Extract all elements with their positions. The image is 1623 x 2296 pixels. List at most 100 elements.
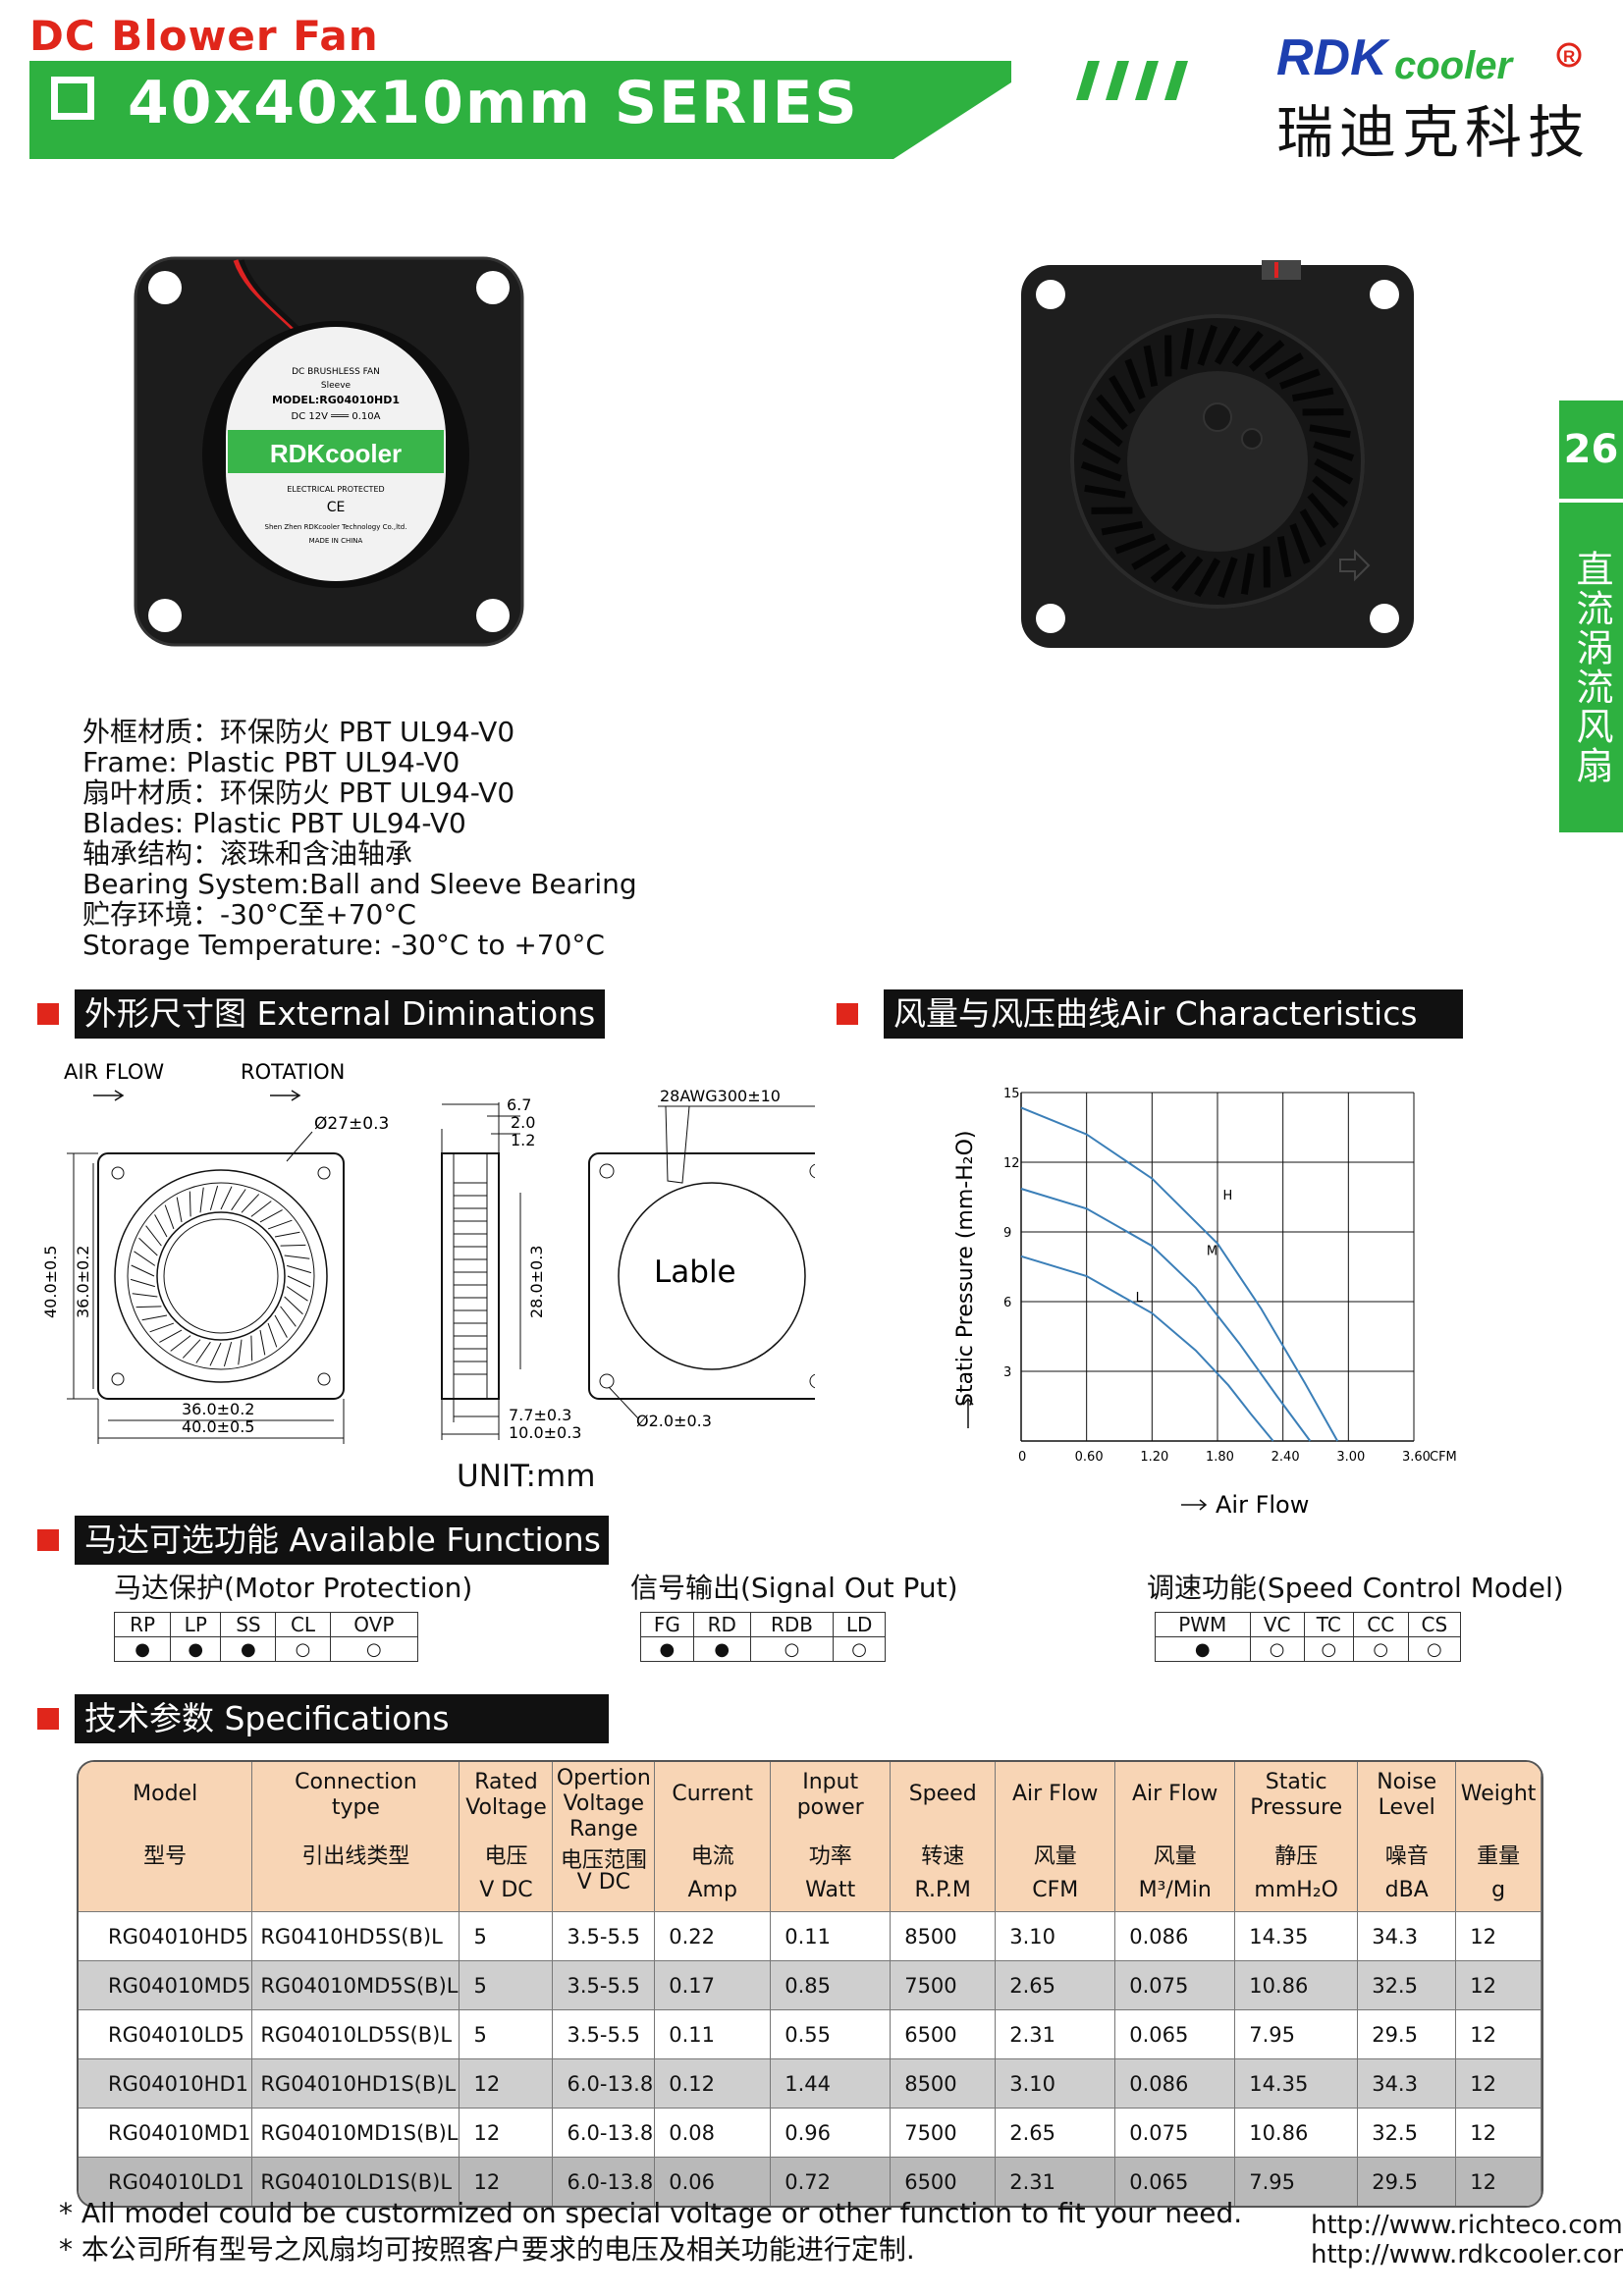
spec-cell: 3.5-5.5 <box>552 1911 656 1961</box>
blade-shape <box>1309 424 1351 439</box>
blade-shape <box>1131 543 1170 570</box>
svg-text:40.0±0.5: 40.0±0.5 <box>41 1246 60 1318</box>
motor-option-mark: ○ <box>329 1636 419 1662</box>
y-tick-label: 3 <box>1003 1365 1011 1380</box>
spec-cell: 7.95 <box>1234 2009 1359 2059</box>
spec-header-text: Watt <box>805 1878 856 1902</box>
spec-cell: RG04010MD1S(B)L <box>251 2108 460 2158</box>
product-photo-back <box>1021 260 1414 648</box>
website-link[interactable]: http://www.rdkcooler.com <box>1311 2240 1623 2269</box>
y-arrow-icon <box>962 1397 974 1428</box>
blade-shape <box>1265 352 1304 380</box>
blade-shape <box>1214 325 1241 365</box>
spec-header-text: 转速 <box>921 1844 965 1869</box>
speed-option-header: CC <box>1352 1612 1409 1637</box>
signal-output-title: 信号输出(Signal Out Put) <box>630 1572 958 1604</box>
spec-header-text: Pressure <box>1250 1795 1343 1820</box>
dimension-drawing: AIR FLOW ROTATION Ø27±0.3 40.0±0.5 36.0±… <box>41 1060 815 1444</box>
blade-outline <box>267 1322 278 1348</box>
blade-shape <box>1231 330 1264 367</box>
x-axis-label: Air Flow <box>1216 1491 1309 1517</box>
spec-header-text: CFM <box>1032 1878 1079 1902</box>
blade-outline <box>209 1185 219 1210</box>
spec-cell: 7500 <box>890 1960 997 2010</box>
blade-outline <box>274 1231 300 1238</box>
svg-text:2.0: 2.0 <box>511 1113 535 1132</box>
website-link[interactable]: http://www.richteco.com <box>1311 2211 1623 2240</box>
blade-outline <box>134 1251 156 1266</box>
spec-header-text: Static <box>1265 1770 1327 1794</box>
spec-cell: 8500 <box>890 2058 997 2109</box>
y-tick-label: 12 <box>1003 1156 1020 1171</box>
section-specs-title: 技术参数 Specifications <box>75 1694 609 1743</box>
spec-cell: 0.72 <box>770 2157 892 2206</box>
spec-cell: RG0410HD5S(B)L <box>251 1911 460 1961</box>
speed-option-mark: ● <box>1155 1636 1251 1662</box>
blade-outline <box>250 1335 253 1362</box>
spec-header-text: Noise <box>1377 1770 1437 1794</box>
svg-text:DC 12V ═══ 0.10A: DC 12V ═══ 0.10A <box>292 411 381 422</box>
spec-cell: RG04010LD1 <box>79 2157 253 2206</box>
blade-shape <box>1299 508 1326 548</box>
speed-option-header: VC <box>1249 1612 1305 1637</box>
blade-outline <box>195 1341 211 1363</box>
signal-option-header: RDB <box>749 1612 835 1637</box>
blade-outline <box>250 1201 272 1217</box>
spec-cell: 0.075 <box>1114 1960 1236 2010</box>
spec-cell: 6.0-13.8 <box>552 2108 656 2158</box>
spec-cell: 6500 <box>890 2009 997 2059</box>
svg-text:AIR FLOW: AIR FLOW <box>64 1060 164 1084</box>
material-line: 扇叶材质：环保防火 PBT UL94-V0 <box>82 776 515 809</box>
blade-outline <box>287 1275 311 1288</box>
spec-header-text: Input <box>802 1770 859 1794</box>
footnote-english: * All model could be custormized on spec… <box>59 2197 1243 2229</box>
unit-label: UNIT:mm <box>457 1459 596 1494</box>
blade-shape <box>1240 553 1255 595</box>
spec-cell: 5 <box>459 1911 554 1961</box>
svg-text:CE: CE <box>327 500 346 515</box>
blade-shape <box>1217 557 1238 599</box>
spec-cell: 0.086 <box>1114 2058 1236 2109</box>
spec-cell: 32.5 <box>1357 1960 1457 2010</box>
spec-cell: 7.95 <box>1234 2157 1359 2206</box>
svg-text:6.7: 6.7 <box>507 1095 531 1114</box>
blade-shape <box>1307 492 1339 529</box>
spec-cell: RG04010MD5 <box>79 1960 253 2010</box>
spec-cell: 10.86 <box>1234 1960 1359 2010</box>
blade-outline <box>287 1264 312 1274</box>
series-line <box>1020 1188 1312 1442</box>
spec-cell: 3.5-5.5 <box>552 1960 656 2010</box>
spec-cell: 0.075 <box>1114 2108 1236 2158</box>
spec-header-text: Air Flow <box>1131 1782 1218 1806</box>
speed-option-header: CS <box>1407 1612 1462 1637</box>
speed-option-header: PWM <box>1155 1612 1251 1637</box>
x-unit-label: CFM <box>1430 1450 1457 1465</box>
category-title: DC Blower Fan <box>29 12 379 60</box>
spec-cell: 12 <box>1455 2108 1542 2158</box>
brand-chinese-name: 瑞迪克科技 <box>1276 99 1592 166</box>
spec-header-text: Connection <box>295 1770 417 1794</box>
material-specs: 外框材质：环保防火 PBT UL94-V0 Frame: Plastic PBT… <box>82 717 637 960</box>
x-tick-label: 0 <box>1018 1450 1026 1465</box>
svg-text:28AWG300±10: 28AWG300±10 <box>660 1087 781 1105</box>
motor-option-header: OVP <box>329 1612 419 1637</box>
blade-outline <box>138 1237 158 1256</box>
blade-outline <box>145 1225 162 1247</box>
blade-shape <box>1180 328 1195 370</box>
blade-shape <box>1143 345 1159 388</box>
spec-header-text: Level <box>1378 1795 1435 1820</box>
section-air-title: 风量与风压曲线Air Characteristics <box>884 989 1463 1039</box>
series-line <box>1020 1106 1339 1442</box>
section-marker-icon <box>37 1708 59 1730</box>
blade-outline <box>132 1293 158 1298</box>
blade-outline <box>220 1186 233 1210</box>
